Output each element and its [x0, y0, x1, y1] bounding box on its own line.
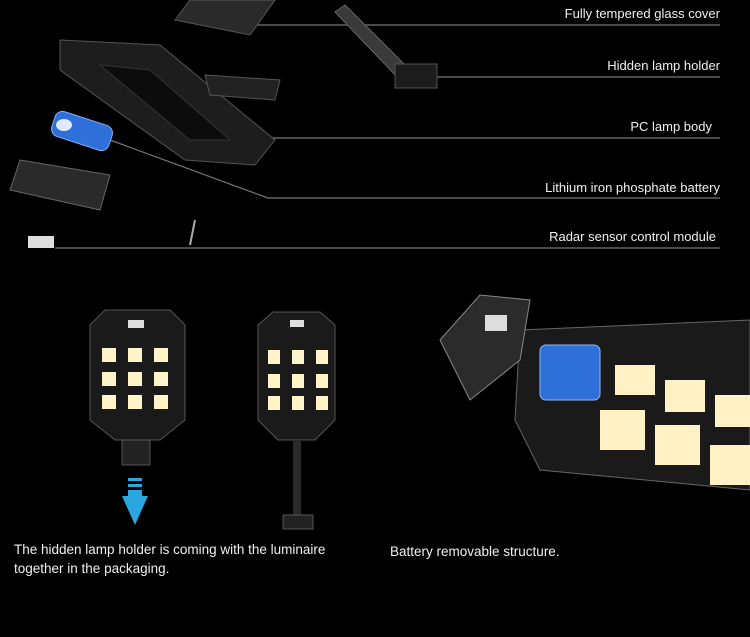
glass-cover [174, 0, 276, 36]
label-radar-module: Radar sensor control module [549, 229, 716, 244]
label-lamp-holder: Hidden lamp holder [607, 58, 720, 73]
caption-line: together in the packaging. [14, 561, 170, 576]
label-battery: Lithium iron phosphate battery [545, 180, 720, 195]
caption-line: The hidden lamp holder is coming with th… [14, 542, 326, 557]
lamp-holder-pole [334, 4, 438, 89]
leader-lines [55, 24, 720, 249]
pc-lamp-body [59, 39, 281, 166]
lamp-front-view-with-holder [257, 311, 336, 530]
lamp-front-view-hidden-holder [89, 309, 186, 525]
rear-cover [9, 159, 111, 211]
caption-battery: Battery removable structure. [390, 544, 560, 559]
battery-removable-detail [439, 294, 750, 491]
battery [51, 110, 113, 152]
radar-module [28, 219, 196, 248]
label-lamp-body: PC lamp body [630, 119, 712, 134]
caption-hidden-holder: The hidden lamp holder is coming with th… [14, 540, 325, 578]
label-glass-cover: Fully tempered glass cover [564, 6, 720, 21]
arrow-down-icon [122, 478, 148, 525]
